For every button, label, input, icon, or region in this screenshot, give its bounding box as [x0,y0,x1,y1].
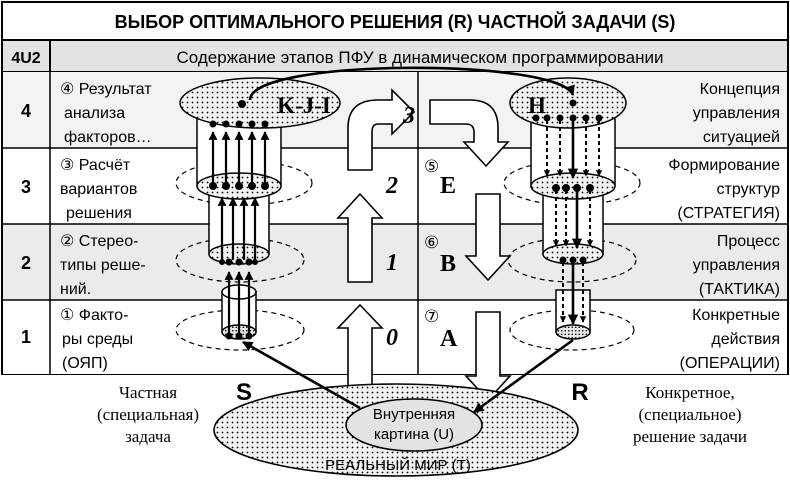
row1-right-line2: действия [711,331,780,348]
down-arrow-b [464,193,512,282]
stage-5-letter: E [440,173,456,199]
row2-right-line3: (ТАКТИКА) [699,281,780,298]
row2-left-line1: ② Стерео- [60,233,138,250]
row2-left-line2: типы реше- [60,257,146,274]
row-number-3: 3 [21,177,31,197]
row2-right-line2: управления [693,257,780,274]
curved-arrow-3 [347,88,416,171]
up-arrow-1 [336,192,384,283]
task-right: Конкретное, (специальное) решение задачи [633,383,747,446]
row3-left-line1: ③ Расчёт [60,157,131,174]
row-number-4: 4 [21,101,31,121]
row4-right-line1: Концепция [700,81,780,98]
task-right-line2: (специальное) [639,405,742,424]
header-caption: Содержание этапов ПФУ в динамическом про… [177,48,664,67]
stage-number-0: 0 [386,325,398,351]
stage-5-num: ⑤ [424,157,439,176]
right-main-arrow [567,118,583,326]
row2-right-line1: Процесс [717,233,780,250]
task-left-line2: (специальная) [97,405,199,424]
row4-right-line3: ситуацией [703,129,780,146]
top-curved-arrow [248,66,575,101]
down-arrow-a [464,311,512,402]
row-number-2: 2 [21,253,31,273]
center-hollow-arrows [336,88,512,402]
left-up-arrows [208,131,270,336]
right-stage-labels: ⑤ E ⑥ B ⑦ A [424,157,458,352]
row3-left-line3: решения [66,205,132,222]
label-s: S [236,379,252,406]
row4-left-line2: анализа [64,105,125,122]
left-texts: ④ Результат анализа факторов… ③ Расчёт в… [60,81,152,372]
task-right-line1: Конкретное, [645,383,734,402]
row2-left-line3: ний. [60,281,91,298]
inner-picture-ellipse [345,398,483,452]
row-number-1: 1 [21,327,31,347]
top-ellipse-left [179,77,341,129]
arrow-to-inner-picture [473,338,574,414]
row3-right-line1: Формирование [668,157,780,174]
task-left-line1: Частная [119,383,177,402]
grid-lines [2,72,788,374]
row-2-bg [3,224,787,300]
row-3-bg [3,148,787,224]
row1-left-line3: (ОЯП) [62,355,108,372]
stage-6-num: ⑥ [424,233,439,252]
up-arrow-0 [336,303,384,389]
row-1-bg [3,300,787,374]
curved-arrow-down [429,99,510,168]
inner-picture-line1: Внутренняя [373,406,455,423]
page-title: ВЫБОР ОПТИМАЛЬНОГО РЕШЕНИЯ (R) ЧАСТНОЙ З… [115,11,676,32]
real-world-label: РЕАЛЬНЫЙ МИР (Т) [325,456,471,474]
arrow-to-left-stack [242,340,361,410]
header-code: 4U2 [11,50,40,67]
task-left-line3: задача [125,427,171,446]
row3-left-line2: вариантов [60,181,137,198]
row1-left-line1: ① Факто- [60,307,128,324]
right-texts: Концепция управления ситуацией Формирова… [668,81,780,372]
left-nodes [209,100,269,340]
stage-numbers: 0 1 2 3 [385,103,415,351]
task-left: Частная (специальная) задача [97,383,199,446]
row1-left-line2: ры среды [62,331,133,348]
row4-right-line2: управления [693,105,780,122]
label-kji: K-J-I [277,93,331,118]
title-row [1,1,789,41]
inner-picture-line2: картина (U) [374,426,454,443]
stage-number-3: 3 [402,103,415,129]
row4-left-line1: ④ Результат [60,81,152,98]
row3-right-line2: структур [717,181,781,198]
task-right-line3: решение задачи [633,427,747,446]
row1-right-line1: Конкретные [692,307,780,324]
stage-6-letter: B [440,251,456,277]
stage-number-1: 1 [386,250,398,276]
stage-7-num: ⑦ [424,307,439,326]
stage-number-2: 2 [385,173,398,199]
label-h: H [528,93,546,118]
stage-7-letter: A [440,326,458,352]
label-r: R [571,379,588,406]
row3-right-line3: (СТРАТЕГИЯ) [677,205,780,222]
row4-left-line3: факторов… [64,129,152,146]
row1-right-line3: (ОПЕРАЦИИ) [680,355,780,372]
right-nodes [532,99,603,264]
right-down-arrows [543,120,603,323]
